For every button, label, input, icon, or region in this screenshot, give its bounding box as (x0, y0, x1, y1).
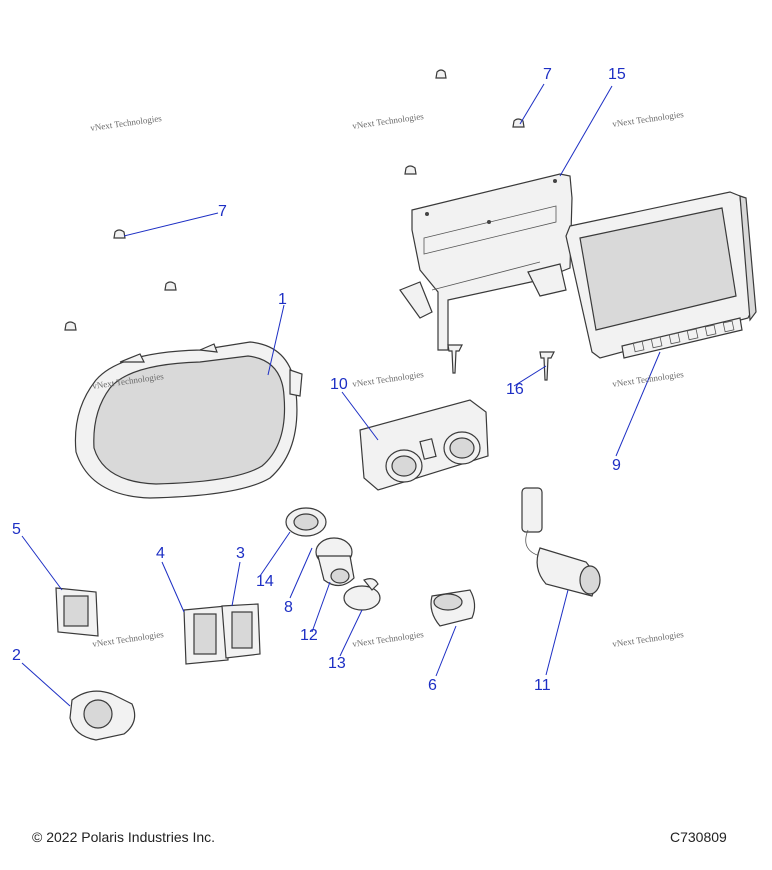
callout-5: 5 (12, 521, 21, 538)
clip-fastener (64, 69, 525, 331)
callout-11: 11 (534, 677, 551, 694)
callout-7: 7 (218, 203, 227, 220)
callout-6: 6 (428, 677, 437, 694)
instrument-cluster (74, 341, 303, 499)
callout-15: 15 (608, 66, 626, 83)
copyright-text: © 2022 Polaris Industries Inc. (32, 829, 216, 845)
retaining-nut (285, 507, 327, 537)
drawing-number: C730809 (670, 829, 727, 845)
callout-12: 12 (300, 627, 318, 644)
callout-8: 8 (284, 599, 293, 616)
callout-14: 14 (256, 573, 274, 590)
climate-control-panel (359, 399, 489, 491)
callout-3: 3 (236, 545, 245, 562)
power-socket (315, 537, 355, 587)
callout-4: 4 (156, 545, 165, 562)
callout-10: 10 (330, 376, 348, 393)
usb-socket (430, 589, 476, 627)
callout-9: 9 (612, 457, 621, 474)
callout-7: 7 (543, 66, 552, 83)
socket-cap (343, 578, 381, 611)
callout-16: 16 (506, 381, 524, 398)
callout-13: 13 (328, 655, 346, 672)
callout-2: 2 (12, 647, 21, 664)
screw-fastener (447, 344, 555, 381)
callout-1: 1 (278, 291, 287, 308)
ignition-switch (521, 487, 601, 597)
mounting-bracket (399, 173, 573, 351)
rotary-knob (69, 690, 136, 741)
leader-lines (21, 83, 661, 707)
rocker-switch-single (55, 587, 99, 637)
display-unit (565, 191, 757, 359)
rocker-switch-pair (183, 603, 261, 665)
